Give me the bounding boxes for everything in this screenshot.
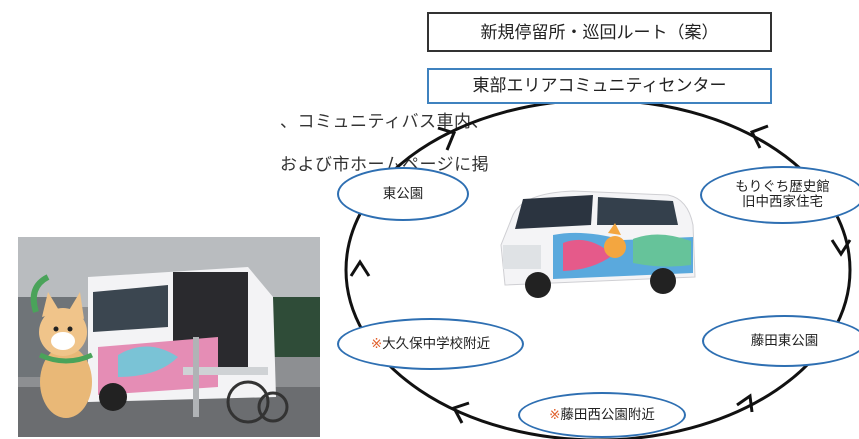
stop-label: 東公園 bbox=[382, 185, 424, 202]
bus-lift-photo bbox=[18, 237, 320, 437]
stop-label: 藤田東公園 bbox=[750, 332, 819, 349]
ring-arrow-top bbox=[437, 126, 457, 151]
stop-fujita-higashi-koen: 藤田東公園 bbox=[702, 315, 859, 367]
stop-label: 藤田西公園附近 bbox=[560, 406, 655, 423]
new-stop-mark: ※ bbox=[370, 335, 383, 352]
stop-moriguchi-history-museum: もりぐち歴史館 旧中西家住宅 bbox=[700, 166, 859, 224]
stop-fujita-nishi-koen: ※藤田西公園附近 bbox=[518, 392, 686, 438]
ring-arrow-upper-right bbox=[749, 124, 769, 149]
stop-okubo-junior-high: ※大久保中学校附近 bbox=[337, 318, 524, 370]
route-title-box: 新規停留所・巡回ルート（案） bbox=[427, 12, 772, 52]
ring-arrow-bottom-left bbox=[451, 401, 470, 424]
community-center-box: 東部エリアコミュニティセンター bbox=[427, 68, 772, 104]
stop-label: 大久保中学校附近 bbox=[382, 335, 491, 352]
new-stop-mark: ※ bbox=[549, 406, 561, 423]
body-text-line-1: 、コミュニティバス車内、 bbox=[280, 112, 489, 132]
stop-label-line-1: もりぐち歴史館 bbox=[735, 179, 830, 195]
stop-label-line-2: 旧中西家住宅 bbox=[742, 194, 823, 210]
ring-arrow-right bbox=[830, 239, 852, 257]
ring-arrow-left bbox=[349, 259, 371, 277]
stop-higashi-koen: 東公園 bbox=[337, 167, 469, 221]
community-bus-photo bbox=[493, 185, 698, 305]
ring-arrow-bottom-right bbox=[736, 393, 754, 413]
